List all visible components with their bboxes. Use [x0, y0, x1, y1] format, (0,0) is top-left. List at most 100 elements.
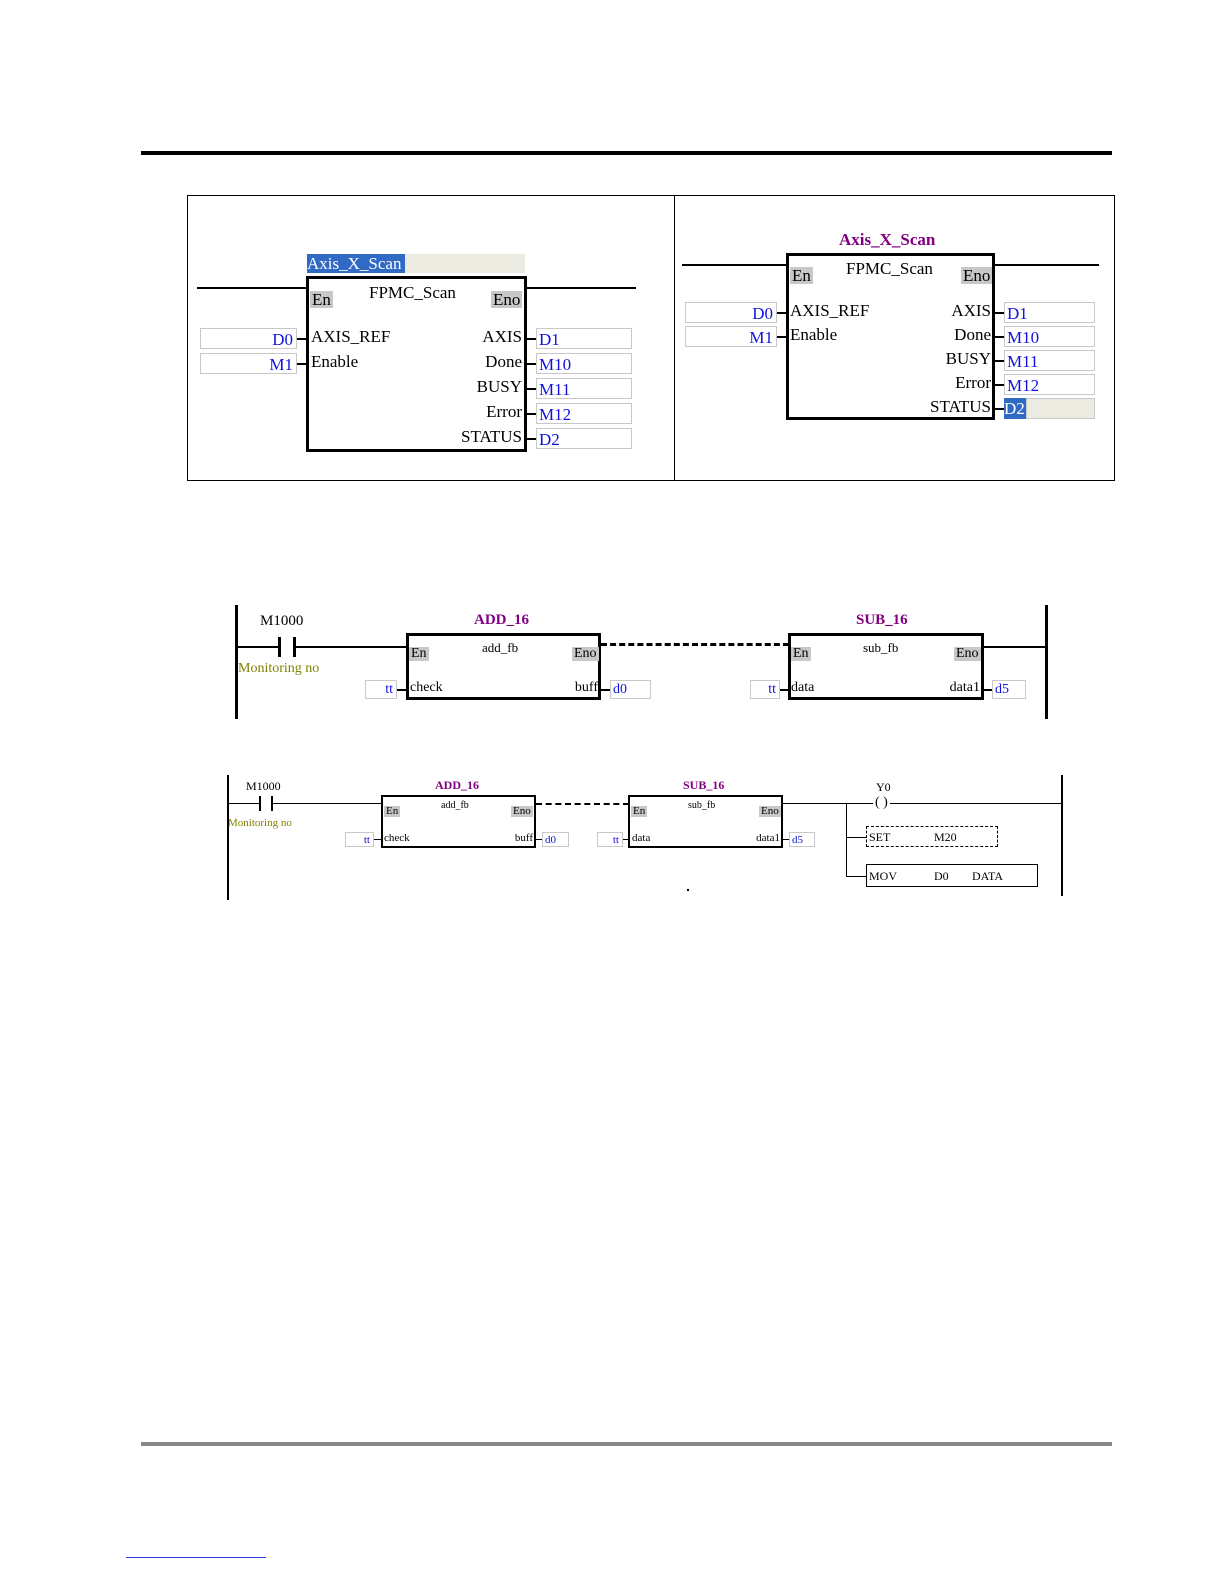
power-wire-left — [682, 264, 787, 266]
output-field-status[interactable]: D2 — [536, 428, 632, 449]
branch-wire — [846, 803, 847, 877]
pin-label-status: STATUS — [461, 427, 522, 446]
fb1-output-field[interactable]: d0 — [542, 832, 569, 847]
fb1-input-field[interactable]: tt — [365, 680, 397, 699]
fb2-eno-pin: Eno — [759, 805, 781, 817]
output-field-done[interactable]: M10 — [1004, 326, 1095, 347]
fb1-output-pin: buff — [514, 832, 533, 844]
fb1-output-pin: buff — [574, 680, 598, 695]
coil-label: Y0 — [876, 780, 891, 794]
input-field-axis-ref[interactable]: D0 — [685, 302, 777, 323]
fb1-instance-name: ADD_16 — [474, 612, 529, 628]
power-wire-right — [995, 264, 1099, 266]
pin-label-error: Error — [486, 402, 522, 421]
monitoring-status: Monitoring no — [238, 661, 320, 676]
output-field-error[interactable]: M12 — [536, 403, 632, 424]
fb1-output-field[interactable]: d0 — [610, 680, 651, 699]
monitoring-status: Monitoring no — [228, 817, 292, 829]
mov-source: D0 — [934, 869, 949, 883]
mov-instruction[interactable] — [866, 864, 1038, 887]
contact-symbol[interactable] — [278, 637, 281, 657]
pin-label-status: STATUS — [930, 397, 991, 416]
pin-wire — [984, 689, 992, 691]
pin-wire — [783, 839, 789, 840]
connection-dashed — [601, 643, 789, 646]
output-field-axis[interactable]: D1 — [1004, 302, 1095, 323]
fb1-input-pin: check — [410, 680, 443, 695]
pin-wire — [374, 839, 382, 840]
pin-wire — [297, 363, 307, 365]
mov-command: MOV — [869, 869, 898, 883]
fb1-eno-pin: Eno — [572, 646, 599, 661]
fb1-type: add_fb — [441, 800, 469, 811]
contact-symbol[interactable] — [259, 796, 261, 811]
fb2-output-field[interactable]: d5 — [789, 832, 815, 847]
function-block[interactable] — [786, 253, 995, 420]
pin-wire — [601, 689, 610, 691]
output-field-busy[interactable]: M11 — [1004, 350, 1095, 371]
coil-symbol[interactable]: ( ) — [873, 795, 890, 810]
input-field-enable[interactable]: M1 — [200, 353, 297, 374]
output-field-error[interactable]: M12 — [1004, 374, 1095, 395]
fb2-output-pin: data1 — [949, 680, 980, 695]
rung-wire — [229, 803, 259, 804]
pin-label-axis-ref: AXIS_REF — [311, 327, 391, 346]
panel-divider — [674, 196, 675, 480]
contact-symbol[interactable] — [271, 796, 273, 811]
set-command: SET — [869, 830, 891, 844]
pin-wire — [525, 413, 536, 415]
footer-rule — [141, 1442, 1112, 1446]
function-block[interactable] — [306, 276, 527, 452]
pin-label-enable: Enable — [790, 325, 838, 344]
output-field-busy[interactable]: M11 — [536, 378, 632, 399]
input-field-axis-ref[interactable]: D0 — [200, 328, 297, 349]
footer-link-underline — [126, 1557, 266, 1558]
fb1-block[interactable] — [406, 633, 601, 700]
pin-wire — [995, 408, 1004, 410]
block-type-label: FPMC_Scan — [369, 283, 456, 302]
fb2-type: sub_fb — [863, 640, 899, 655]
set-instruction[interactable] — [866, 826, 998, 847]
left-power-rail — [235, 605, 238, 719]
eno-pin: Eno — [491, 290, 523, 309]
output-field-axis[interactable]: D1 — [536, 328, 632, 349]
pin-label-enable: Enable — [311, 352, 359, 371]
fb2-block[interactable] — [628, 795, 783, 848]
connection-dashed — [536, 803, 629, 805]
stray-dot — [687, 889, 689, 891]
fb2-eno-pin: Eno — [954, 646, 981, 661]
right-power-rail — [1045, 605, 1048, 719]
header-rule — [141, 151, 1112, 155]
rung-wire — [296, 646, 407, 648]
eno-pin: Eno — [961, 266, 993, 285]
pin-label-done: Done — [485, 352, 522, 371]
fb1-input-pin: check — [384, 832, 410, 844]
contact-symbol[interactable] — [293, 637, 296, 657]
instance-name-field[interactable]: Axis_X_Scan — [307, 254, 405, 273]
fb2-output-pin: data1 — [756, 832, 780, 844]
fb1-en-pin: En — [384, 805, 401, 817]
fb2-block[interactable] — [788, 633, 984, 700]
fb2-output-field[interactable]: d5 — [992, 680, 1026, 699]
pin-wire — [397, 689, 407, 691]
fb1-en-pin: En — [409, 646, 429, 661]
figure-panel — [187, 195, 1115, 481]
fb1-block[interactable] — [381, 795, 536, 848]
output-field-status-selected[interactable]: D2 — [1004, 398, 1026, 419]
fb1-eno-pin: Eno — [511, 805, 533, 817]
power-wire-left — [197, 287, 307, 289]
pin-wire — [780, 689, 789, 691]
fb2-input-field[interactable]: tt — [750, 680, 780, 699]
fb2-type: sub_fb — [688, 800, 716, 811]
power-wire-right — [525, 287, 636, 289]
en-pin: En — [790, 266, 813, 285]
fb2-instance-name: SUB_16 — [856, 612, 908, 628]
pin-wire — [995, 384, 1004, 386]
fb1-input-field[interactable]: tt — [345, 832, 374, 847]
input-field-enable[interactable]: M1 — [685, 326, 777, 347]
pin-wire — [995, 312, 1004, 314]
fb2-input-field[interactable]: tt — [597, 832, 623, 847]
pin-label-busy: BUSY — [476, 377, 522, 396]
output-field-done[interactable]: M10 — [536, 353, 632, 374]
pin-wire — [297, 338, 307, 340]
